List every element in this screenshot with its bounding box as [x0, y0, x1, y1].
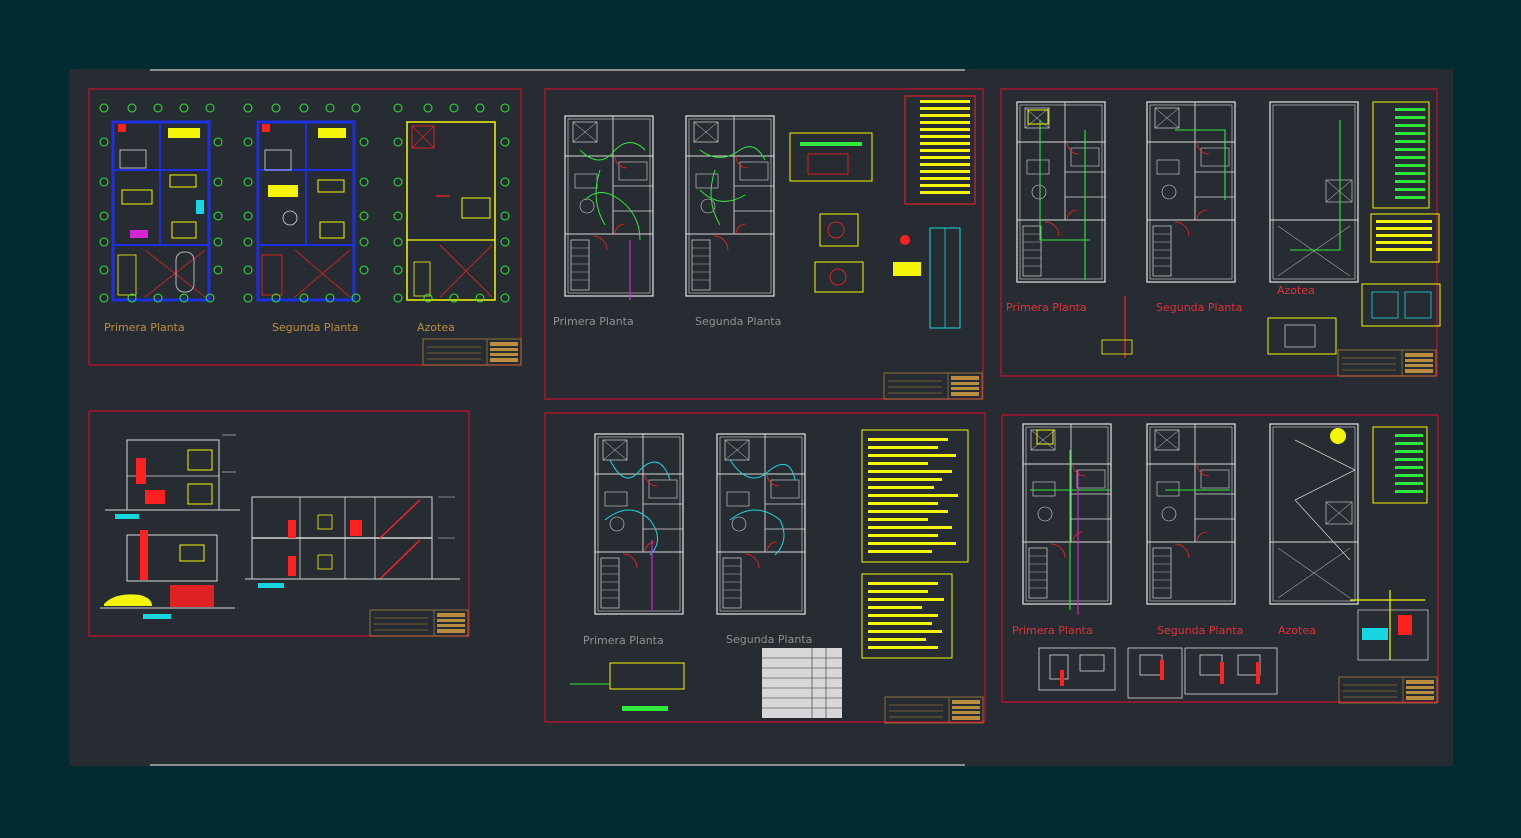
elec-detail-1: [819, 213, 859, 247]
san-detail-cistern: [1267, 317, 1337, 355]
san-legend-table: [1372, 101, 1430, 209]
sanitary-pipes: [1039, 120, 1341, 280]
san-notes: [1370, 213, 1440, 263]
elec-diagram-box: [789, 132, 873, 182]
label-segunda-planta-arch: Segunda Planta: [272, 321, 358, 334]
grid-bubbles: [99, 103, 510, 303]
electrical-circuits: [579, 142, 766, 241]
label-primera-planta-inst: Primera Planta: [583, 634, 664, 647]
front-elevation: [105, 439, 240, 519]
agua-detail-isometric: [1350, 590, 1429, 661]
label-azotea-arch: Azotea: [417, 321, 455, 334]
agua-fixture-details: [1038, 647, 1278, 699]
san-legend-rows: [1395, 108, 1425, 199]
elec-legend-table: [904, 95, 976, 205]
sheet-sanitary[interactable]: Primera Planta Segunda Planta Azotea: [1000, 88, 1441, 377]
model-space: [69, 69, 1453, 766]
level-marks: [222, 434, 455, 580]
label-primera-planta-agua: Primera Planta: [1012, 624, 1093, 637]
label-segunda-planta-elec: Segunda Planta: [695, 315, 781, 328]
elec-detail-2: [814, 261, 864, 293]
inst-notes-2: [861, 573, 953, 659]
inst-notes-1: [861, 429, 969, 563]
label-primera-planta-elec: Primera Planta: [553, 315, 634, 328]
sheet-architectural[interactable]: Primera Planta Segunda Planta Azotea: [88, 88, 522, 366]
label-segunda-planta-inst: Segunda Planta: [726, 633, 812, 646]
sheet-water-supply[interactable]: Primera Planta Segunda Planta Azotea: [1001, 414, 1439, 704]
side-elevation: [100, 530, 235, 619]
elec-legend-rows: [920, 100, 970, 194]
sheet-electrical[interactable]: Primera Planta Segunda Planta: [544, 88, 984, 400]
inst-single-line-diagram: [570, 662, 685, 711]
plan-primera-planta-arch: [111, 120, 211, 302]
label-segunda-planta-agua: Segunda Planta: [1157, 624, 1243, 637]
plan-segunda-planta-arch: [256, 120, 356, 302]
water-pipes: [1030, 450, 1230, 610]
plan-azotea-arch: [406, 121, 496, 301]
inst-notes-2-lines: [868, 582, 944, 649]
san-detail-tank: [1361, 283, 1441, 327]
sheet-elevations[interactable]: [88, 410, 470, 637]
label-segunda-planta-san: Segunda Planta: [1156, 301, 1242, 314]
label-azotea-san: Azotea: [1277, 284, 1315, 297]
sheet-installations[interactable]: Primera Planta Segunda Planta: [544, 412, 986, 724]
label-primera-planta-arch: Primera Planta: [104, 321, 185, 334]
label-azotea-agua: Azotea: [1278, 624, 1316, 637]
label-primera-planta-san: Primera Planta: [1006, 301, 1087, 314]
longitudinal-section: [245, 496, 460, 588]
agua-legend-rows: [1395, 434, 1423, 493]
inst-notes-1-lines: [868, 438, 958, 553]
agua-legend-table: [1372, 426, 1428, 504]
installation-circuits: [604, 459, 796, 556]
inst-schedule-table: [762, 648, 842, 718]
